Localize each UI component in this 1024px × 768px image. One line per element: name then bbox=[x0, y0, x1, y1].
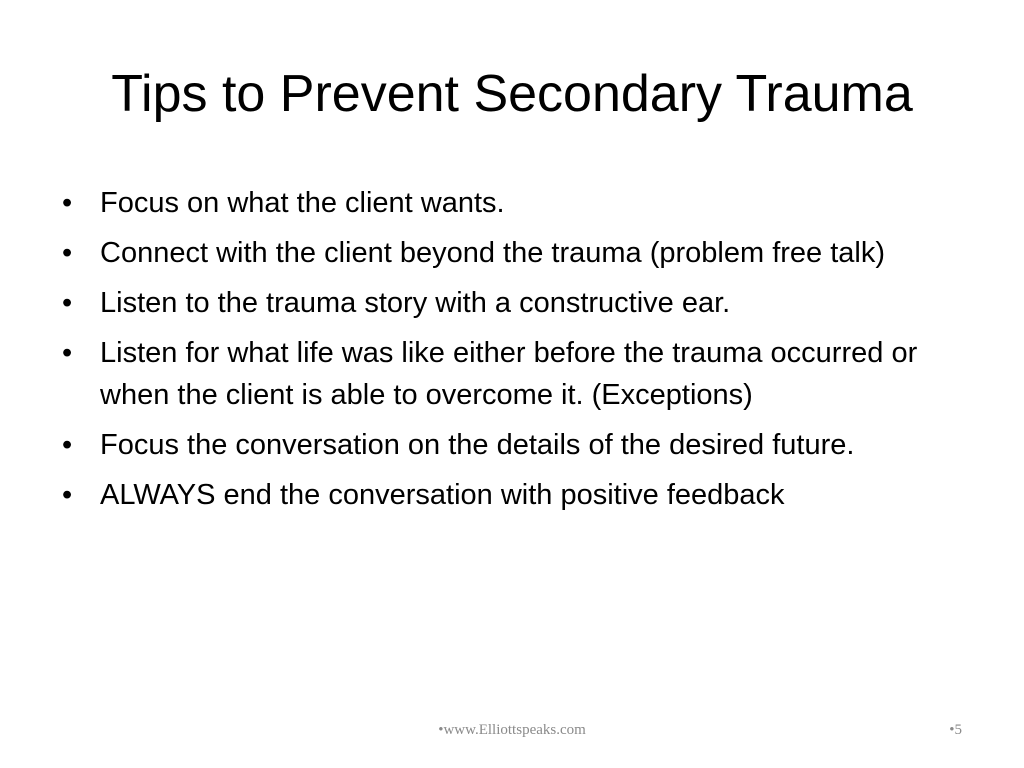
footer-page-number: •5 bbox=[949, 722, 962, 738]
bullet-icon: • bbox=[62, 479, 73, 511]
bullet-item: • Connect with the client beyond the tra… bbox=[62, 232, 962, 274]
bullet-icon: • bbox=[62, 187, 73, 219]
bullet-text: Connect with the client beyond the traum… bbox=[100, 237, 886, 269]
bullet-text: Focus the conversation on the details of… bbox=[100, 429, 855, 461]
bullet-list: • Focus on what the client wants. • Conn… bbox=[62, 182, 962, 524]
bullet-text: Listen for what life was like either bef… bbox=[100, 337, 918, 411]
bullet-item: • Focus the conversation on the details … bbox=[62, 424, 962, 466]
bullet-icon: • bbox=[62, 337, 73, 369]
bullet-item: • Listen to the trauma story with a cons… bbox=[62, 282, 962, 324]
footer-website: •www.Elliottspeaks.com bbox=[438, 722, 586, 738]
bullet-item: • ALWAYS end the conversation with posit… bbox=[62, 474, 962, 516]
bullet-icon: • bbox=[62, 429, 73, 461]
bullet-icon: • bbox=[62, 287, 73, 319]
bullet-item: • Listen for what life was like either b… bbox=[62, 332, 962, 416]
slide-title: Tips to Prevent Secondary Trauma bbox=[111, 65, 913, 123]
bullet-text: Focus on what the client wants. bbox=[100, 187, 505, 219]
bullet-text: Listen to the trauma story with a constr… bbox=[100, 287, 731, 319]
bullet-icon: • bbox=[62, 237, 73, 269]
bullet-item: • Focus on what the client wants. bbox=[62, 182, 962, 224]
bullet-text: ALWAYS end the conversation with positiv… bbox=[100, 479, 785, 511]
